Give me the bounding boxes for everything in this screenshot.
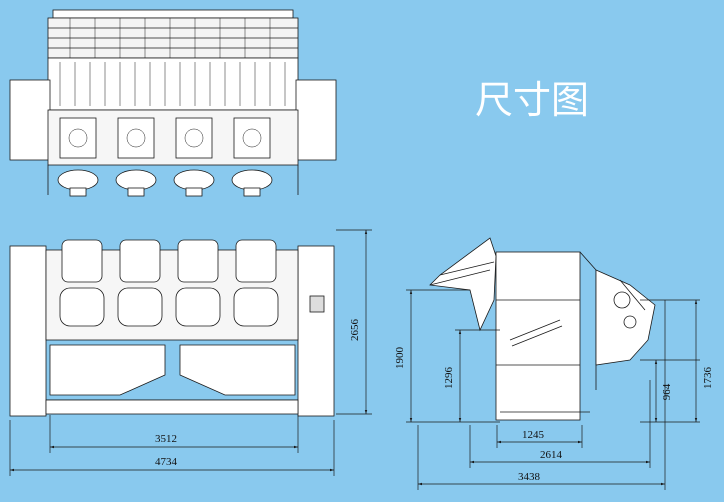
front-inner-width-label: 3512 <box>155 433 177 445</box>
side-mid-height-label: 1296 <box>443 367 455 390</box>
side-right-height-label: 1736 <box>702 367 714 390</box>
side-total-width-label: 3438 <box>518 471 541 483</box>
front-total-width-label: 4734 <box>155 456 178 468</box>
top-view-machine <box>9 9 337 197</box>
side-mid-width-label: 2614 <box>540 449 563 461</box>
page-title: 尺寸图 <box>475 78 589 122</box>
side-dimension-lines <box>406 289 700 490</box>
side-total-height-label: 1900 <box>394 347 406 370</box>
side-base-width-label: 1245 <box>522 429 545 441</box>
side-view-machine <box>429 237 656 421</box>
side-right-low-height-label: 964 <box>661 383 673 400</box>
front-view-machine <box>9 239 335 417</box>
front-height-label: 2656 <box>349 319 361 342</box>
front-dimension-lines <box>9 229 372 476</box>
